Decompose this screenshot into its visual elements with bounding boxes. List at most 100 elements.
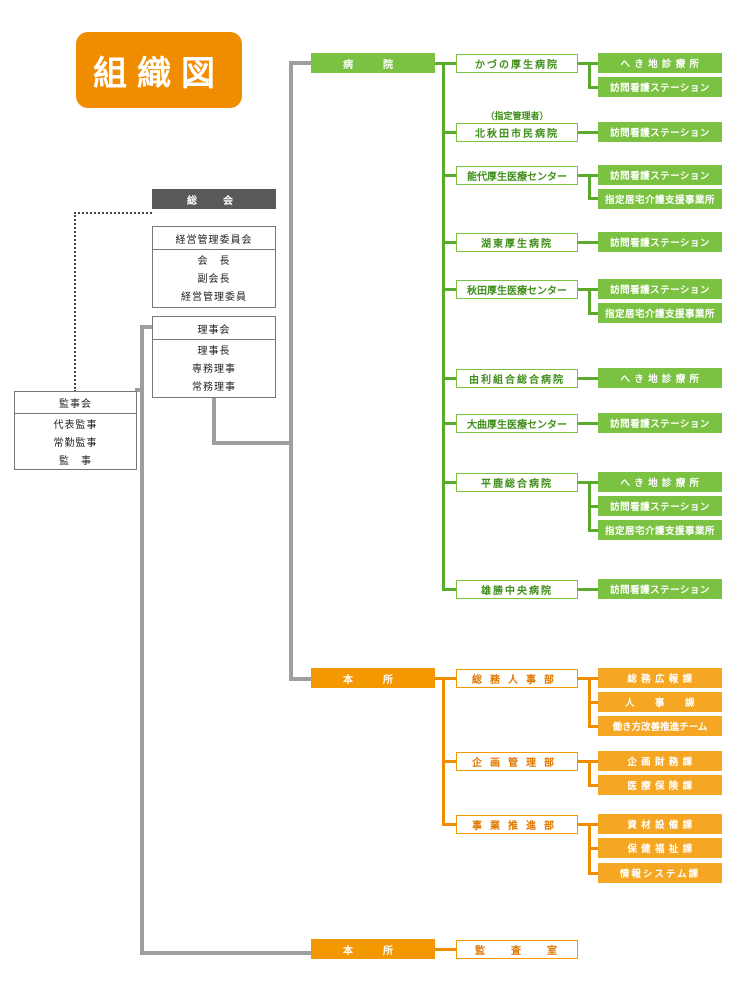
facility-box: 指定居宅介護支援事業所 bbox=[598, 520, 722, 540]
board-box: 理事会 理事長 専務理事 常務理事 bbox=[152, 316, 276, 398]
connector-line bbox=[588, 62, 591, 88]
facility-box: へ き 地 診 療 所 bbox=[598, 53, 722, 73]
connector-line bbox=[289, 61, 293, 681]
connector-line bbox=[442, 677, 445, 825]
connector-line bbox=[434, 62, 456, 65]
connector-line bbox=[588, 847, 598, 850]
department-box: 企画管理部 bbox=[456, 752, 578, 771]
connector-line bbox=[442, 241, 456, 244]
audit-header: 本 所 bbox=[311, 939, 435, 959]
connector-line bbox=[442, 62, 445, 590]
member-label: 理事長 bbox=[197, 345, 231, 357]
connector-line bbox=[442, 823, 456, 826]
connector-line bbox=[588, 529, 598, 532]
connector-line bbox=[588, 760, 591, 786]
connector-line bbox=[442, 588, 456, 591]
connector-line bbox=[578, 422, 598, 425]
facility-box: 訪問看護ステーション bbox=[598, 122, 722, 142]
connector-line bbox=[289, 61, 311, 65]
connector-line bbox=[140, 325, 144, 955]
connector-line bbox=[578, 377, 598, 380]
hospital-box: 北秋田市民病院 bbox=[456, 123, 578, 142]
facility-box: 訪問看護ステーション bbox=[598, 77, 722, 97]
section-box: 保 健 福 祉 課 bbox=[598, 838, 722, 858]
hospital-box: 能代厚生医療センター bbox=[456, 166, 578, 185]
connector-line bbox=[578, 588, 598, 591]
general-meeting-box: 総 会 bbox=[152, 189, 276, 209]
section-box: 企 画 財 務 課 bbox=[598, 751, 722, 771]
connector-line bbox=[588, 288, 591, 314]
page-title: 組織図 bbox=[76, 32, 242, 108]
connector-line bbox=[578, 131, 598, 134]
connector-line bbox=[140, 951, 311, 955]
connector-line bbox=[442, 131, 456, 134]
connector-line bbox=[588, 174, 591, 199]
member-label: 専務理事 bbox=[192, 363, 236, 375]
hospital-box: 秋田厚生医療センター bbox=[456, 280, 578, 299]
hospital-box: 雄勝中央病院 bbox=[456, 580, 578, 599]
connector-line bbox=[588, 784, 598, 787]
member-label: 会 長 bbox=[197, 255, 231, 267]
section-box: 情報システム課 bbox=[598, 863, 722, 883]
connector-line bbox=[135, 388, 143, 392]
connector-line bbox=[442, 422, 456, 425]
facility-box: 訪問看護ステーション bbox=[598, 496, 722, 516]
section-box: 医 療 保 険 課 bbox=[598, 775, 722, 795]
dotted-connector bbox=[74, 212, 152, 214]
connector-line bbox=[588, 701, 598, 704]
hospitals-header: 病 院 bbox=[311, 53, 435, 73]
facility-box: 指定居宅介護支援事業所 bbox=[598, 189, 722, 209]
hospital-box: 由利組合総合病院 bbox=[456, 369, 578, 388]
connector-line bbox=[588, 197, 598, 200]
hospital-box: 平鹿総合病院 bbox=[456, 473, 578, 492]
section-box: 資 材 設 備 課 bbox=[598, 814, 722, 834]
management-committee-box: 経営管理委員会 会 長 副会長 経営管理委員 bbox=[152, 226, 276, 308]
member-label: 監 事 bbox=[59, 455, 92, 467]
connector-line bbox=[140, 325, 153, 329]
connector-line bbox=[212, 397, 216, 445]
department-box: 総務人事部 bbox=[456, 669, 578, 688]
head-office-header: 本 所 bbox=[311, 668, 435, 688]
connector-line bbox=[588, 312, 598, 315]
connector-line bbox=[442, 288, 456, 291]
member-label: 代表監事 bbox=[53, 419, 98, 431]
connector-line bbox=[442, 174, 456, 177]
facility-box: へ き 地 診 療 所 bbox=[598, 368, 722, 388]
connector-line bbox=[588, 86, 598, 89]
connector-line bbox=[442, 377, 456, 380]
auditors-box: 監事会 代表監事 常勤監事 監 事 bbox=[14, 391, 137, 470]
connector-line bbox=[434, 677, 456, 680]
hospital-box: かづの厚生病院 bbox=[456, 54, 578, 73]
connector-line bbox=[289, 677, 311, 681]
connector-line bbox=[212, 441, 292, 445]
facility-box: 訪問看護ステーション bbox=[598, 232, 722, 252]
member-label: 常勤監事 bbox=[53, 437, 98, 449]
facility-box: 訪問看護ステーション bbox=[598, 165, 722, 185]
connector-line bbox=[588, 872, 598, 875]
member-label: 副会長 bbox=[197, 273, 231, 285]
section-box: 人 事 課 bbox=[598, 692, 722, 712]
connector-line bbox=[442, 481, 456, 484]
connector-line bbox=[434, 948, 456, 951]
dotted-connector bbox=[74, 212, 76, 392]
facility-box: 訪問看護ステーション bbox=[598, 413, 722, 433]
audit-office-box: 監 査 室 bbox=[456, 940, 578, 959]
section-box: 総 務 広 報 課 bbox=[598, 668, 722, 688]
facility-box: 訪問看護ステーション bbox=[598, 279, 722, 299]
hospital-box: 湖東厚生病院 bbox=[456, 233, 578, 252]
member-label: 経営管理委員 bbox=[181, 291, 247, 303]
management-committee-title: 経営管理委員会 bbox=[153, 227, 275, 250]
hospital-box: 大曲厚生医療センター bbox=[456, 414, 578, 433]
facility-box: 指定居宅介護支援事業所 bbox=[598, 303, 722, 323]
connector-line bbox=[578, 241, 598, 244]
connector-line bbox=[588, 725, 598, 728]
department-box: 事業推進部 bbox=[456, 815, 578, 834]
connector-line bbox=[588, 505, 598, 508]
facility-box: 訪問看護ステーション bbox=[598, 579, 722, 599]
connector-line bbox=[442, 760, 456, 763]
auditors-title: 監事会 bbox=[15, 392, 136, 414]
facility-box: へ き 地 診 療 所 bbox=[598, 472, 722, 492]
hospital-note: （指定管理者） bbox=[485, 112, 549, 122]
section-box: 働き方改善推進チーム bbox=[598, 716, 722, 736]
board-title: 理事会 bbox=[153, 317, 275, 340]
